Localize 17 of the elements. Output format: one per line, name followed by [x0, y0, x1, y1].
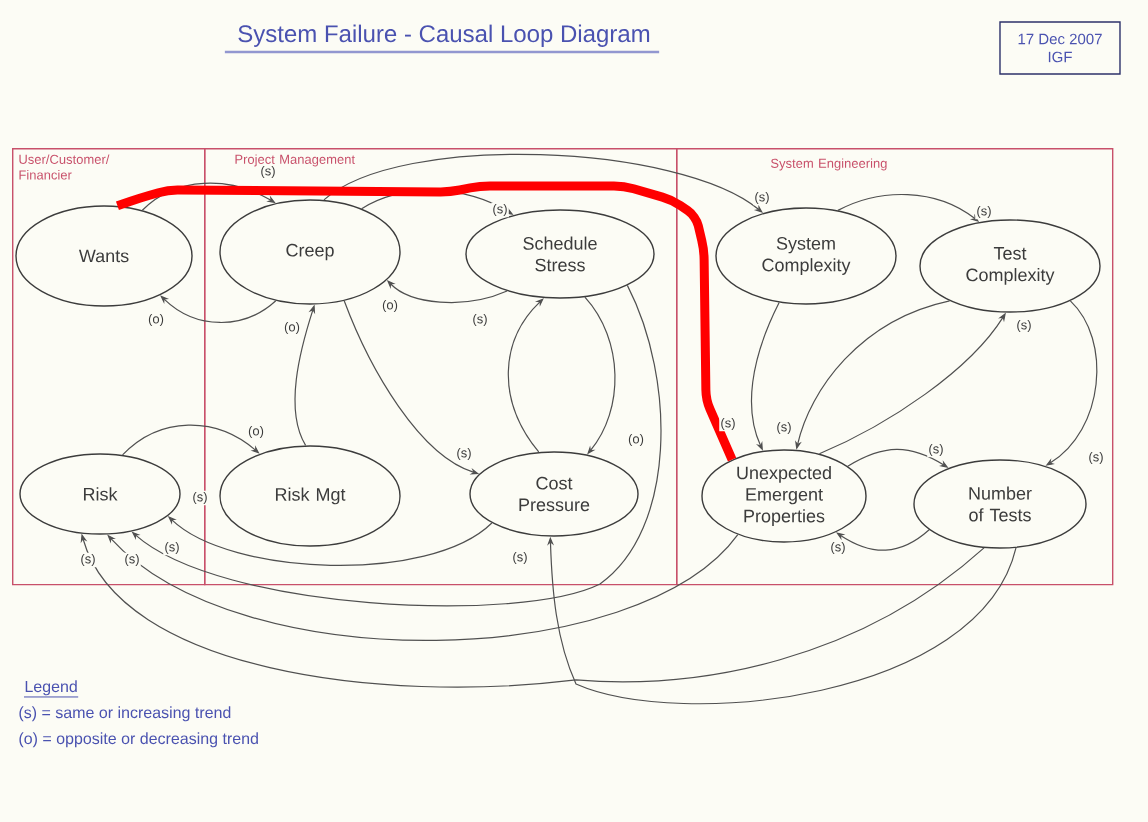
- variable-bubble: Wants: [15, 205, 193, 307]
- variable-bubble: System Complexity: [715, 207, 897, 305]
- variable-bubble: Number of Tests: [913, 459, 1087, 549]
- arrow: [121, 424, 260, 456]
- arrow: [107, 534, 739, 641]
- variable-bubble: Risk: [19, 453, 181, 535]
- highlight-line: [115, 181, 737, 462]
- variable-bubble: Risk Mgt: [219, 445, 401, 547]
- legend-entry: (s) = same or increasing trend: [19, 706, 231, 722]
- variable-bubble: Unexpected Emergent Properties: [701, 449, 867, 543]
- variable-bubble: Test Complexity: [919, 219, 1101, 313]
- legend-heading: Legend: [23, 680, 79, 698]
- legend-entry: (o) = opposite or decreasing trend: [19, 732, 258, 748]
- arrow: [160, 295, 277, 324]
- arrow: [507, 298, 544, 453]
- variable-bubble: Cost Pressure: [469, 451, 639, 537]
- title: System Failure - Causal Loop Diagram: [224, 24, 660, 54]
